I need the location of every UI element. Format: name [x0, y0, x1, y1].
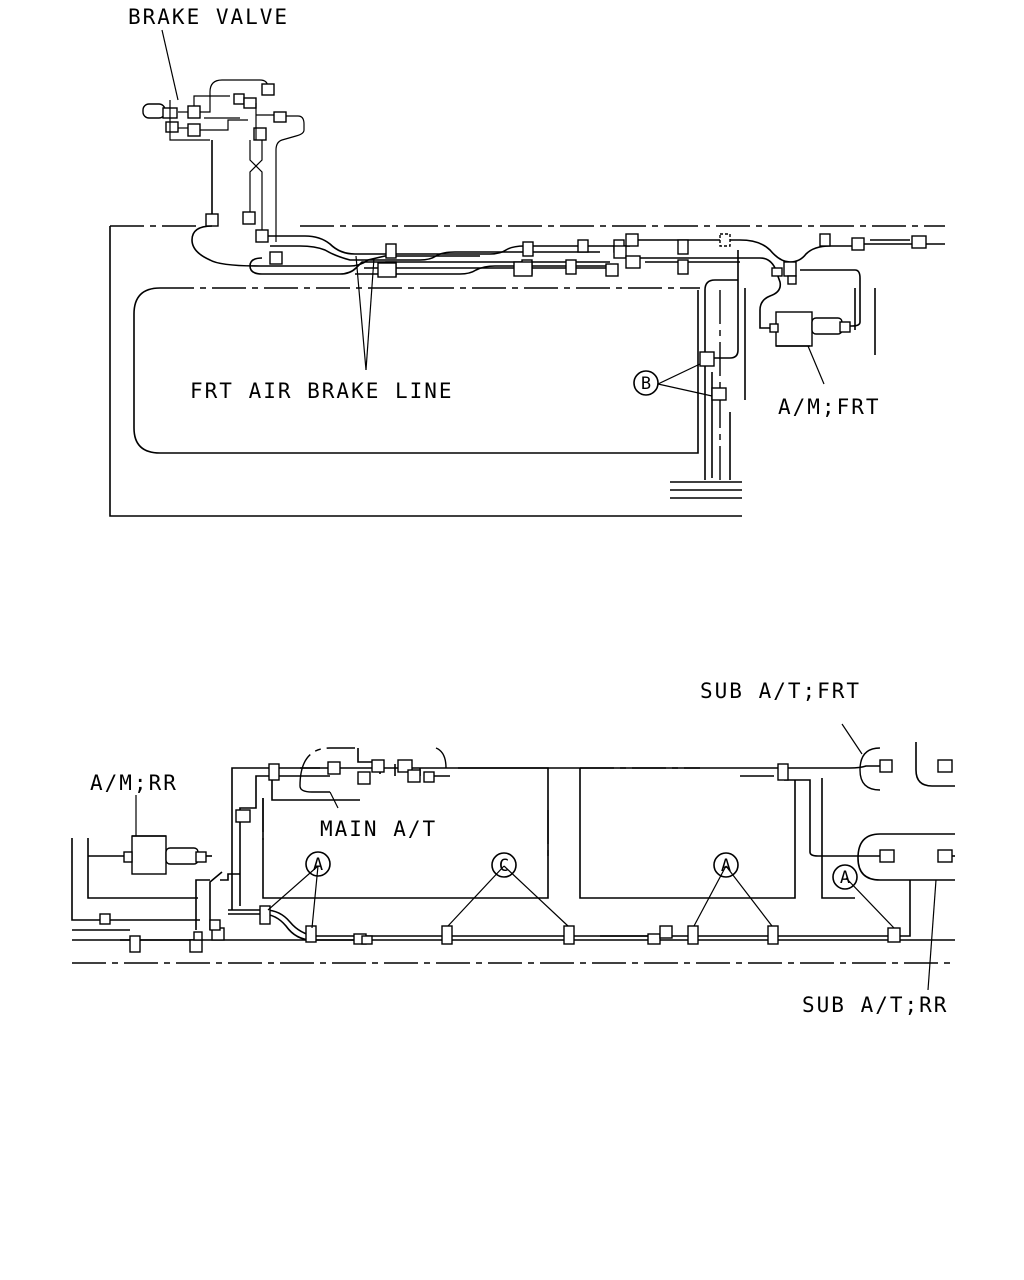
svg-text:C: C — [499, 856, 509, 876]
air-master-frt-label: A/M;FRT — [778, 395, 881, 419]
sub-at-frt-label: SUB A/T;FRT — [700, 679, 861, 703]
callout-c: C — [491, 852, 517, 878]
callout-a-1: A — [305, 851, 331, 877]
svg-text:B: B — [641, 374, 651, 394]
main-at-bracket — [299, 747, 881, 793]
top-frame — [109, 225, 945, 517]
svg-text:A: A — [313, 855, 323, 875]
top-leaders — [161, 29, 825, 397]
frt-air-brake-line — [191, 225, 945, 401]
top-vertical-lines — [670, 250, 746, 499]
callout-b: B — [633, 370, 659, 396]
bottom-leaders — [135, 723, 937, 991]
sub-tank-outline — [579, 742, 955, 899]
air-master-rr — [88, 835, 212, 875]
callout-a-2: A — [713, 852, 739, 878]
svg-text:A: A — [721, 856, 731, 876]
brake-valve-label: BRAKE VALVE — [128, 5, 289, 29]
main-at-label: MAIN A/T — [320, 817, 437, 841]
brake-valve-assembly — [142, 79, 305, 242]
bottom-view: SUB A/T;FRT A/M;RR MAIN A/T SUB A/T;RR A… — [71, 679, 955, 1017]
svg-text:A: A — [840, 868, 850, 888]
bottom-fittings — [99, 759, 953, 953]
top-view: BRAKE VALVE FRT AIR BRAKE LINE A/M;FRT B — [109, 5, 945, 517]
callout-a-3: A — [832, 864, 858, 890]
top-tank-outline — [133, 287, 721, 480]
air-master-rr-label: A/M;RR — [90, 771, 178, 795]
bottom-piping — [120, 748, 955, 941]
sub-at-rr-label: SUB A/T;RR — [802, 993, 948, 1017]
frt-air-brake-line-label: FRT AIR BRAKE LINE — [190, 379, 454, 403]
air-master-frt — [769, 311, 851, 347]
